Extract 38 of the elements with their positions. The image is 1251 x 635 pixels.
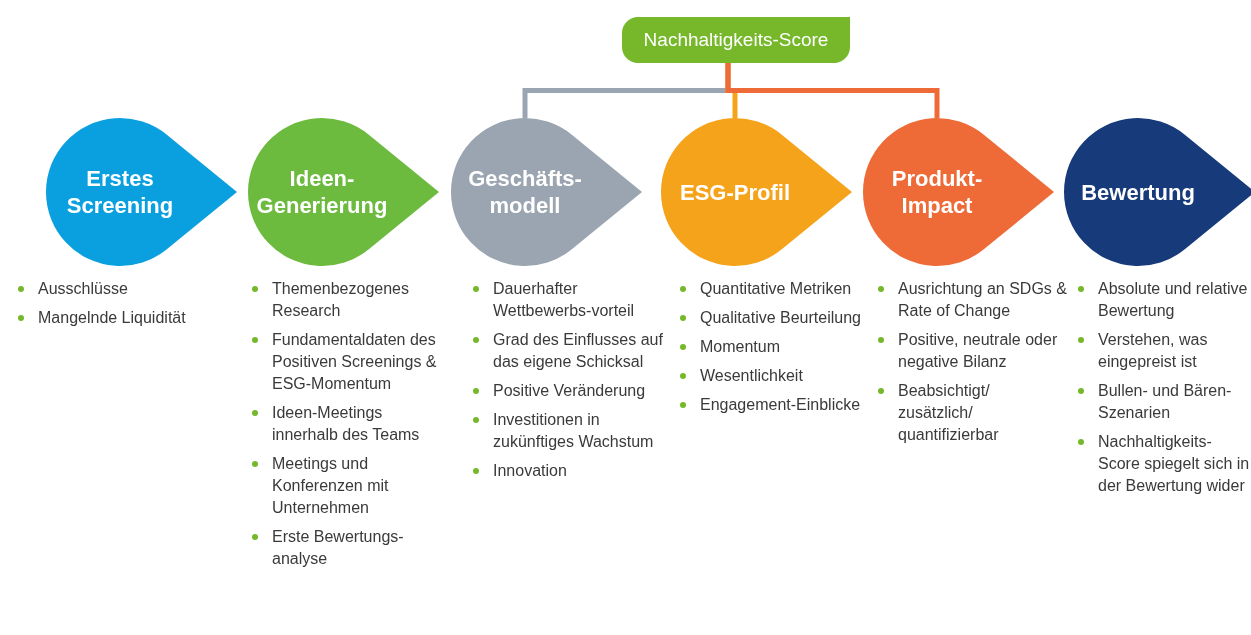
bullet-text: Dauerhafter Wettbewerbs-vorteil <box>473 278 663 322</box>
bullet-text: Momentum <box>680 336 865 358</box>
step-title: Bewertung <box>1080 178 1196 207</box>
bullet-text: Bullen- und Bären-Szenarien <box>1078 380 1250 424</box>
bullet-text: Positive Veränderung <box>473 380 663 402</box>
bullet-text: Ideen-Meetings innerhalb des Teams <box>252 402 452 446</box>
step-title: Geschäfts-modell <box>467 165 583 220</box>
connector-line <box>725 63 940 118</box>
bullet-text: Ausrichtung an SDGs & Rate of Change <box>878 278 1068 322</box>
teardrop-shape <box>451 117 641 267</box>
bullet-text: Quantitative Metriken <box>680 278 865 300</box>
step-title: Erstes Screening <box>65 165 175 220</box>
bullet-text: Positive, neutrale oder negative Bilanz <box>878 329 1068 373</box>
step-title: ESG-Profil <box>679 178 791 207</box>
bullet-text: Absolute und relative Bewertung <box>1078 278 1250 322</box>
bullet-text: Mangelnde Liquidität <box>18 307 233 329</box>
bullet-text: Engagement-Einblicke <box>680 394 865 416</box>
bullet-text: Beabsichtigt/ zusätzlich/ quantifizierbar <box>878 380 1068 446</box>
bullet-text: Grad des Einflusses auf das eigene Schicksal <box>473 329 663 373</box>
bullet-text: Innovation <box>473 460 663 482</box>
bullet-text: Investitionen in zukünftiges Wachstum <box>473 409 663 453</box>
bullet-text: Ausschlüsse <box>18 278 233 300</box>
bullet-text: Nachhaltigkeits-Score spiegelt sich in der Bewertung wider <box>1078 431 1250 497</box>
bullet-text: Qualitative Beurteilung <box>680 307 865 329</box>
bullet-text: Meetings und Konferenzen mit Unternehmen <box>252 453 452 519</box>
bullet-text: Wesentlichkeit <box>680 365 865 387</box>
teardrop-shape <box>46 117 236 267</box>
teardrop-shape <box>863 117 1053 267</box>
teardrop-shape <box>661 117 851 267</box>
score-box: Nachhaltigkeits-Score <box>622 17 850 63</box>
teardrop-shape <box>248 117 438 267</box>
bullet-text: Verstehen, was eingepreist ist <box>1078 329 1250 373</box>
step-title: Ideen-Generierung <box>256 165 388 220</box>
step-title: Produkt-Impact <box>890 165 984 220</box>
teardrop-shape <box>1064 117 1251 267</box>
bullet-text: Fundamentaldaten des Positiven Screenings & ESG-Momentum <box>252 329 452 395</box>
bullet-text: Erste Bewertungs-analyse <box>252 526 452 570</box>
bullet-text: Themenbezogenes Research <box>252 278 452 322</box>
